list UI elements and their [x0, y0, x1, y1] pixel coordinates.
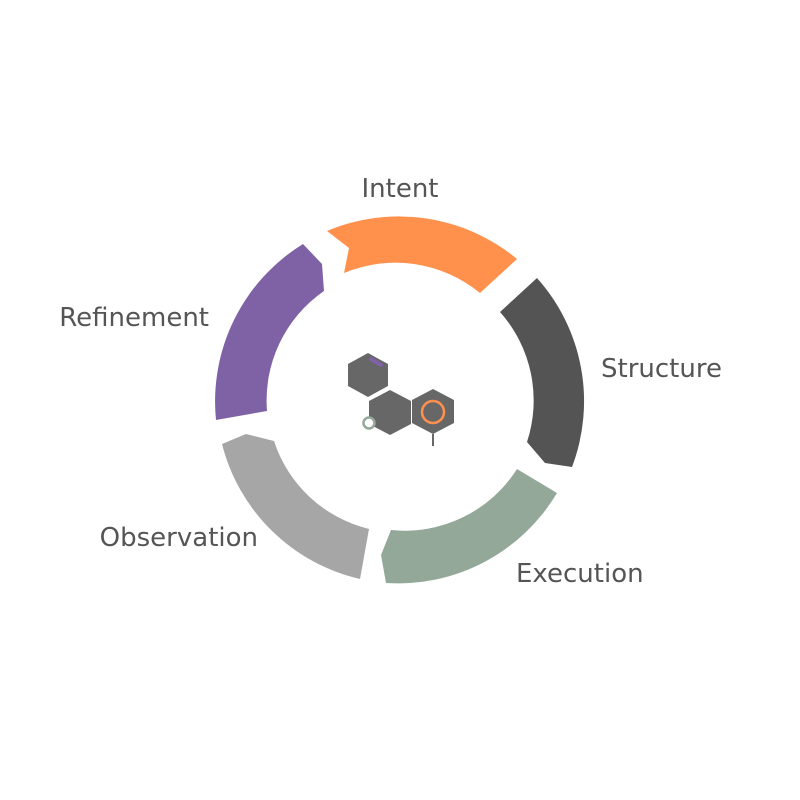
segment-intent [327, 216, 517, 293]
label-structure: Structure [601, 354, 722, 384]
label-execution: Execution [516, 559, 644, 589]
cycle-ring [215, 216, 585, 584]
hexagon-top-icon [348, 353, 388, 397]
segment-structure [500, 278, 585, 467]
label-refinement: Refinement [59, 303, 209, 333]
segment-refinement [215, 244, 324, 420]
green-ring-icon [362, 416, 376, 430]
orange-ring-icon [420, 399, 446, 425]
label-intent: Intent [361, 174, 438, 204]
hexagon-middle-icon [369, 390, 411, 435]
stage-labels: Intent Structure Execution Observation R… [59, 174, 722, 589]
hexagon-right-icon [412, 389, 454, 434]
purple-accent-icon [369, 357, 383, 367]
segment-execution [381, 469, 557, 584]
segment-observation [222, 434, 369, 579]
hexagon-molecule-icon [348, 353, 454, 446]
label-observation: Observation [100, 523, 258, 553]
